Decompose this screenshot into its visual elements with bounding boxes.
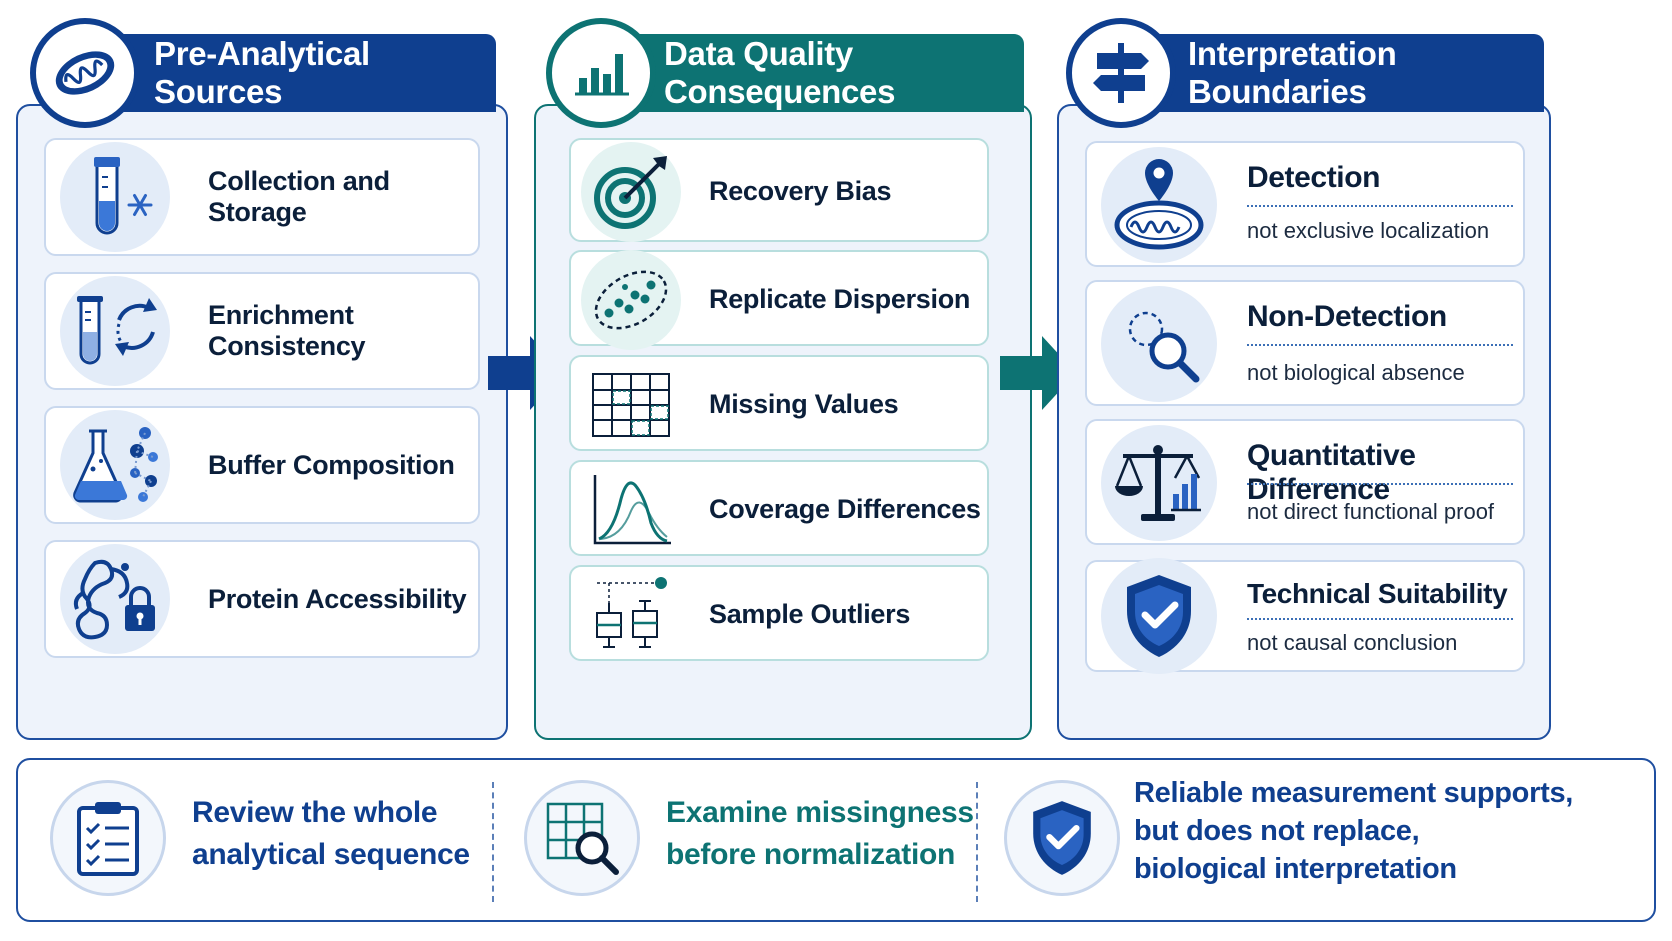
technical-suitability-divider (1247, 618, 1513, 620)
examine-line-1: Examine missingness (666, 796, 974, 829)
scatter-icon (581, 250, 681, 350)
reliable-line-2: but does not replace, (1134, 815, 1420, 847)
flask-molecules-icon (60, 410, 170, 520)
examine-missingness-text: Examine missingness before normalization (666, 792, 974, 876)
interpretation-header: Interpretation Boundaries (1116, 34, 1544, 112)
replicate-dispersion-label: Replicate Dispersion (709, 284, 971, 314)
recovery-bias-label: Recovery Bias (709, 176, 892, 206)
detection-subtitle: not exclusive localization (1247, 218, 1490, 243)
review-line-1: Review the whole (192, 796, 438, 829)
non-detection-divider (1247, 344, 1513, 346)
buffer-composition-card: Buffer Composition (44, 406, 480, 524)
coverage-differences-card: Coverage Differences (569, 460, 989, 556)
protein-lock-icon (60, 544, 170, 654)
detection-title: Detection (1247, 161, 1381, 194)
shield-check-icon (1101, 558, 1217, 674)
magnifier-icon (1101, 286, 1217, 402)
sample-outliers-label: Sample Outliers (709, 599, 911, 629)
pre-analytical-title: Pre-Analytical Sources (154, 35, 370, 110)
technical-suitability-card: Technical Suitability not causal conclus… (1085, 558, 1525, 674)
non-detection-subtitle: not biological absence (1247, 360, 1465, 385)
scale-icon (1101, 425, 1217, 541)
quantitative-difference-subtitle: not direct functional proof (1247, 499, 1495, 524)
bottom-divider (976, 782, 978, 902)
curves-icon (581, 460, 681, 560)
detection-card: Detection not exclusive localization (1085, 141, 1525, 267)
bottom-divider (492, 782, 494, 902)
replicate-dispersion-card: Replicate Dispersion (569, 250, 989, 350)
detection-divider (1247, 205, 1513, 207)
mitochondrion-icon (30, 18, 140, 128)
checklist-icon (50, 780, 166, 896)
missing-values-card: Missing Values (569, 355, 989, 451)
grid-search-icon (524, 780, 640, 896)
non-detection-title: Non-Detection (1247, 300, 1447, 333)
review-line-2: analytical sequence (192, 838, 470, 871)
recovery-bias-card: Recovery Bias (569, 138, 989, 242)
review-sequence-text: Review the whole analytical sequence (192, 792, 470, 876)
pre-analytical-header: Pre-Analytical Sources (76, 34, 496, 112)
bar-chart-icon (546, 18, 656, 128)
reliable-line-3: biological interpretation (1134, 853, 1457, 885)
coverage-differences-label: Coverage Differences (709, 494, 981, 524)
shield-check-icon (1004, 780, 1120, 896)
sample-outliers-card: Sample Outliers (569, 565, 989, 661)
technical-suitability-title: Technical Suitability (1247, 578, 1508, 609)
reliable-line-1: Reliable measurement supports, (1134, 777, 1574, 809)
protein-accessibility-card: Protein Accessibility (44, 540, 480, 658)
interpretation-title: Interpretation Boundaries (1188, 35, 1397, 110)
protein-accessibility-label: Protein Accessibility (208, 583, 467, 614)
tube-cycle-icon (60, 276, 170, 386)
data-quality-header: Data Quality Consequences (594, 34, 1024, 112)
bottom-banner: Review the whole analytical sequence Exa… (16, 758, 1656, 922)
non-detection-card: Non-Detection not biological absence (1085, 280, 1525, 406)
boxplot-icon (581, 565, 681, 665)
target-icon (581, 142, 681, 242)
signpost-icon (1066, 18, 1176, 128)
quantitative-difference-title: Quantitative Difference (1247, 439, 1416, 506)
collection-storage-card: Collection and Storage (44, 138, 480, 256)
mitochondrion-pin-icon (1101, 147, 1217, 263)
quantitative-difference-divider (1247, 483, 1513, 485)
examine-line-2: before normalization (666, 838, 956, 871)
reliable-measurement-text: Reliable measurement supports, but does … (1134, 774, 1573, 888)
buffer-composition-label: Buffer Composition (208, 449, 455, 480)
collection-storage-label: Collection and Storage (208, 166, 390, 227)
enrichment-consistency-card: Enrichment Consistency (44, 272, 480, 390)
quantitative-difference-card: Quantitative Difference not direct funct… (1085, 419, 1525, 545)
test-tube-snowflake-icon (60, 142, 170, 252)
enrichment-consistency-label: Enrichment Consistency (208, 300, 366, 361)
technical-suitability-subtitle: not causal conclusion (1247, 630, 1458, 655)
grid-missing-icon (581, 355, 681, 455)
data-quality-title: Data Quality Consequences (664, 35, 896, 110)
missing-values-label: Missing Values (709, 389, 899, 419)
